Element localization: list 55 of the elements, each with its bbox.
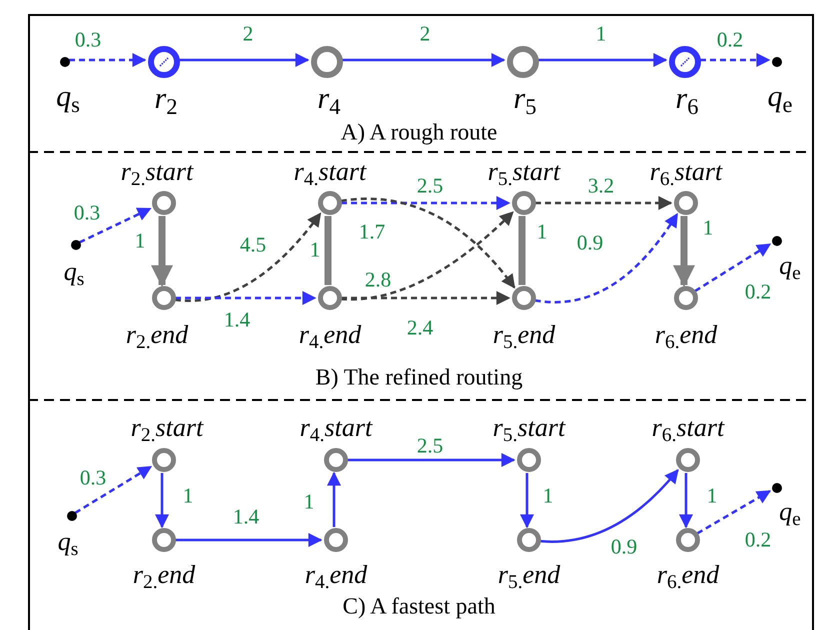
arrow: [520, 473, 534, 528]
panel-caption: A) A rough route: [340, 120, 498, 144]
node-label: r$_{6.}$start: [652, 415, 724, 441]
arrow: [74, 466, 152, 514]
arrow: [696, 490, 772, 535]
node-label: r$_{4}$: [318, 84, 340, 114]
arrow: [679, 473, 693, 528]
node-label: r$_{2.}$start: [120, 159, 194, 185]
arrow: [538, 53, 668, 67]
arrow: [341, 291, 510, 305]
node-label: r$_{5.}$end: [492, 322, 556, 348]
arrow: [694, 243, 772, 292]
node-label: r$_{4.}$end: [304, 562, 368, 588]
arrow: [174, 212, 322, 302]
node-label: r$_{2.}$end: [126, 322, 188, 348]
node-label: r$_{5.}$end: [498, 562, 560, 588]
arrow: [700, 53, 770, 67]
arrow: [155, 473, 169, 528]
node-label: r$_{2.}$start: [130, 415, 204, 441]
arrow: [69, 53, 146, 67]
arrow: [179, 53, 310, 67]
node-label: r$_{6}$: [676, 84, 698, 114]
node-label: q$_{s}$: [58, 529, 78, 555]
arrow: [673, 216, 695, 288]
node-label: r$_{6.}$end: [656, 562, 720, 588]
panel-caption: B) The refined routing: [315, 366, 523, 388]
node-label: q$_{s}$: [64, 259, 84, 285]
node-label: r$_{5}$: [514, 84, 536, 114]
node-label: q$_{s}$: [56, 82, 80, 112]
arrow: [535, 196, 672, 210]
arrow: [151, 216, 173, 288]
node-label: r$_{2.}$end: [132, 562, 196, 588]
arrow: [540, 469, 679, 543]
node-label: q$_{e}$: [768, 82, 792, 112]
arrow: [534, 212, 678, 304]
node-label: r$_{5.}$start: [488, 159, 560, 185]
arrow: [340, 211, 514, 301]
node-label: r$_{2}$: [154, 84, 178, 114]
arrow: [341, 196, 510, 210]
node-label: r$_{5.}$start: [492, 415, 566, 441]
node-label: r$_{6.}$start: [650, 159, 722, 185]
arrow: [175, 291, 316, 305]
node-label: r$_{4.}$end: [298, 322, 362, 348]
node-label: r$_{4.}$start: [294, 159, 366, 185]
arrow: [347, 453, 516, 467]
arrow: [327, 472, 341, 527]
arrow: [342, 53, 506, 67]
node-label: r$_{6.}$end: [654, 322, 718, 348]
panel-caption: C) A fastest path: [342, 594, 496, 618]
node-label: q$_{e}$: [779, 499, 801, 525]
arrow: [175, 533, 322, 547]
node-label: q$_{e}$: [779, 253, 801, 279]
node-label: r$_{4.}$start: [300, 415, 372, 441]
arrow: [340, 198, 516, 289]
arrow: [78, 207, 152, 244]
